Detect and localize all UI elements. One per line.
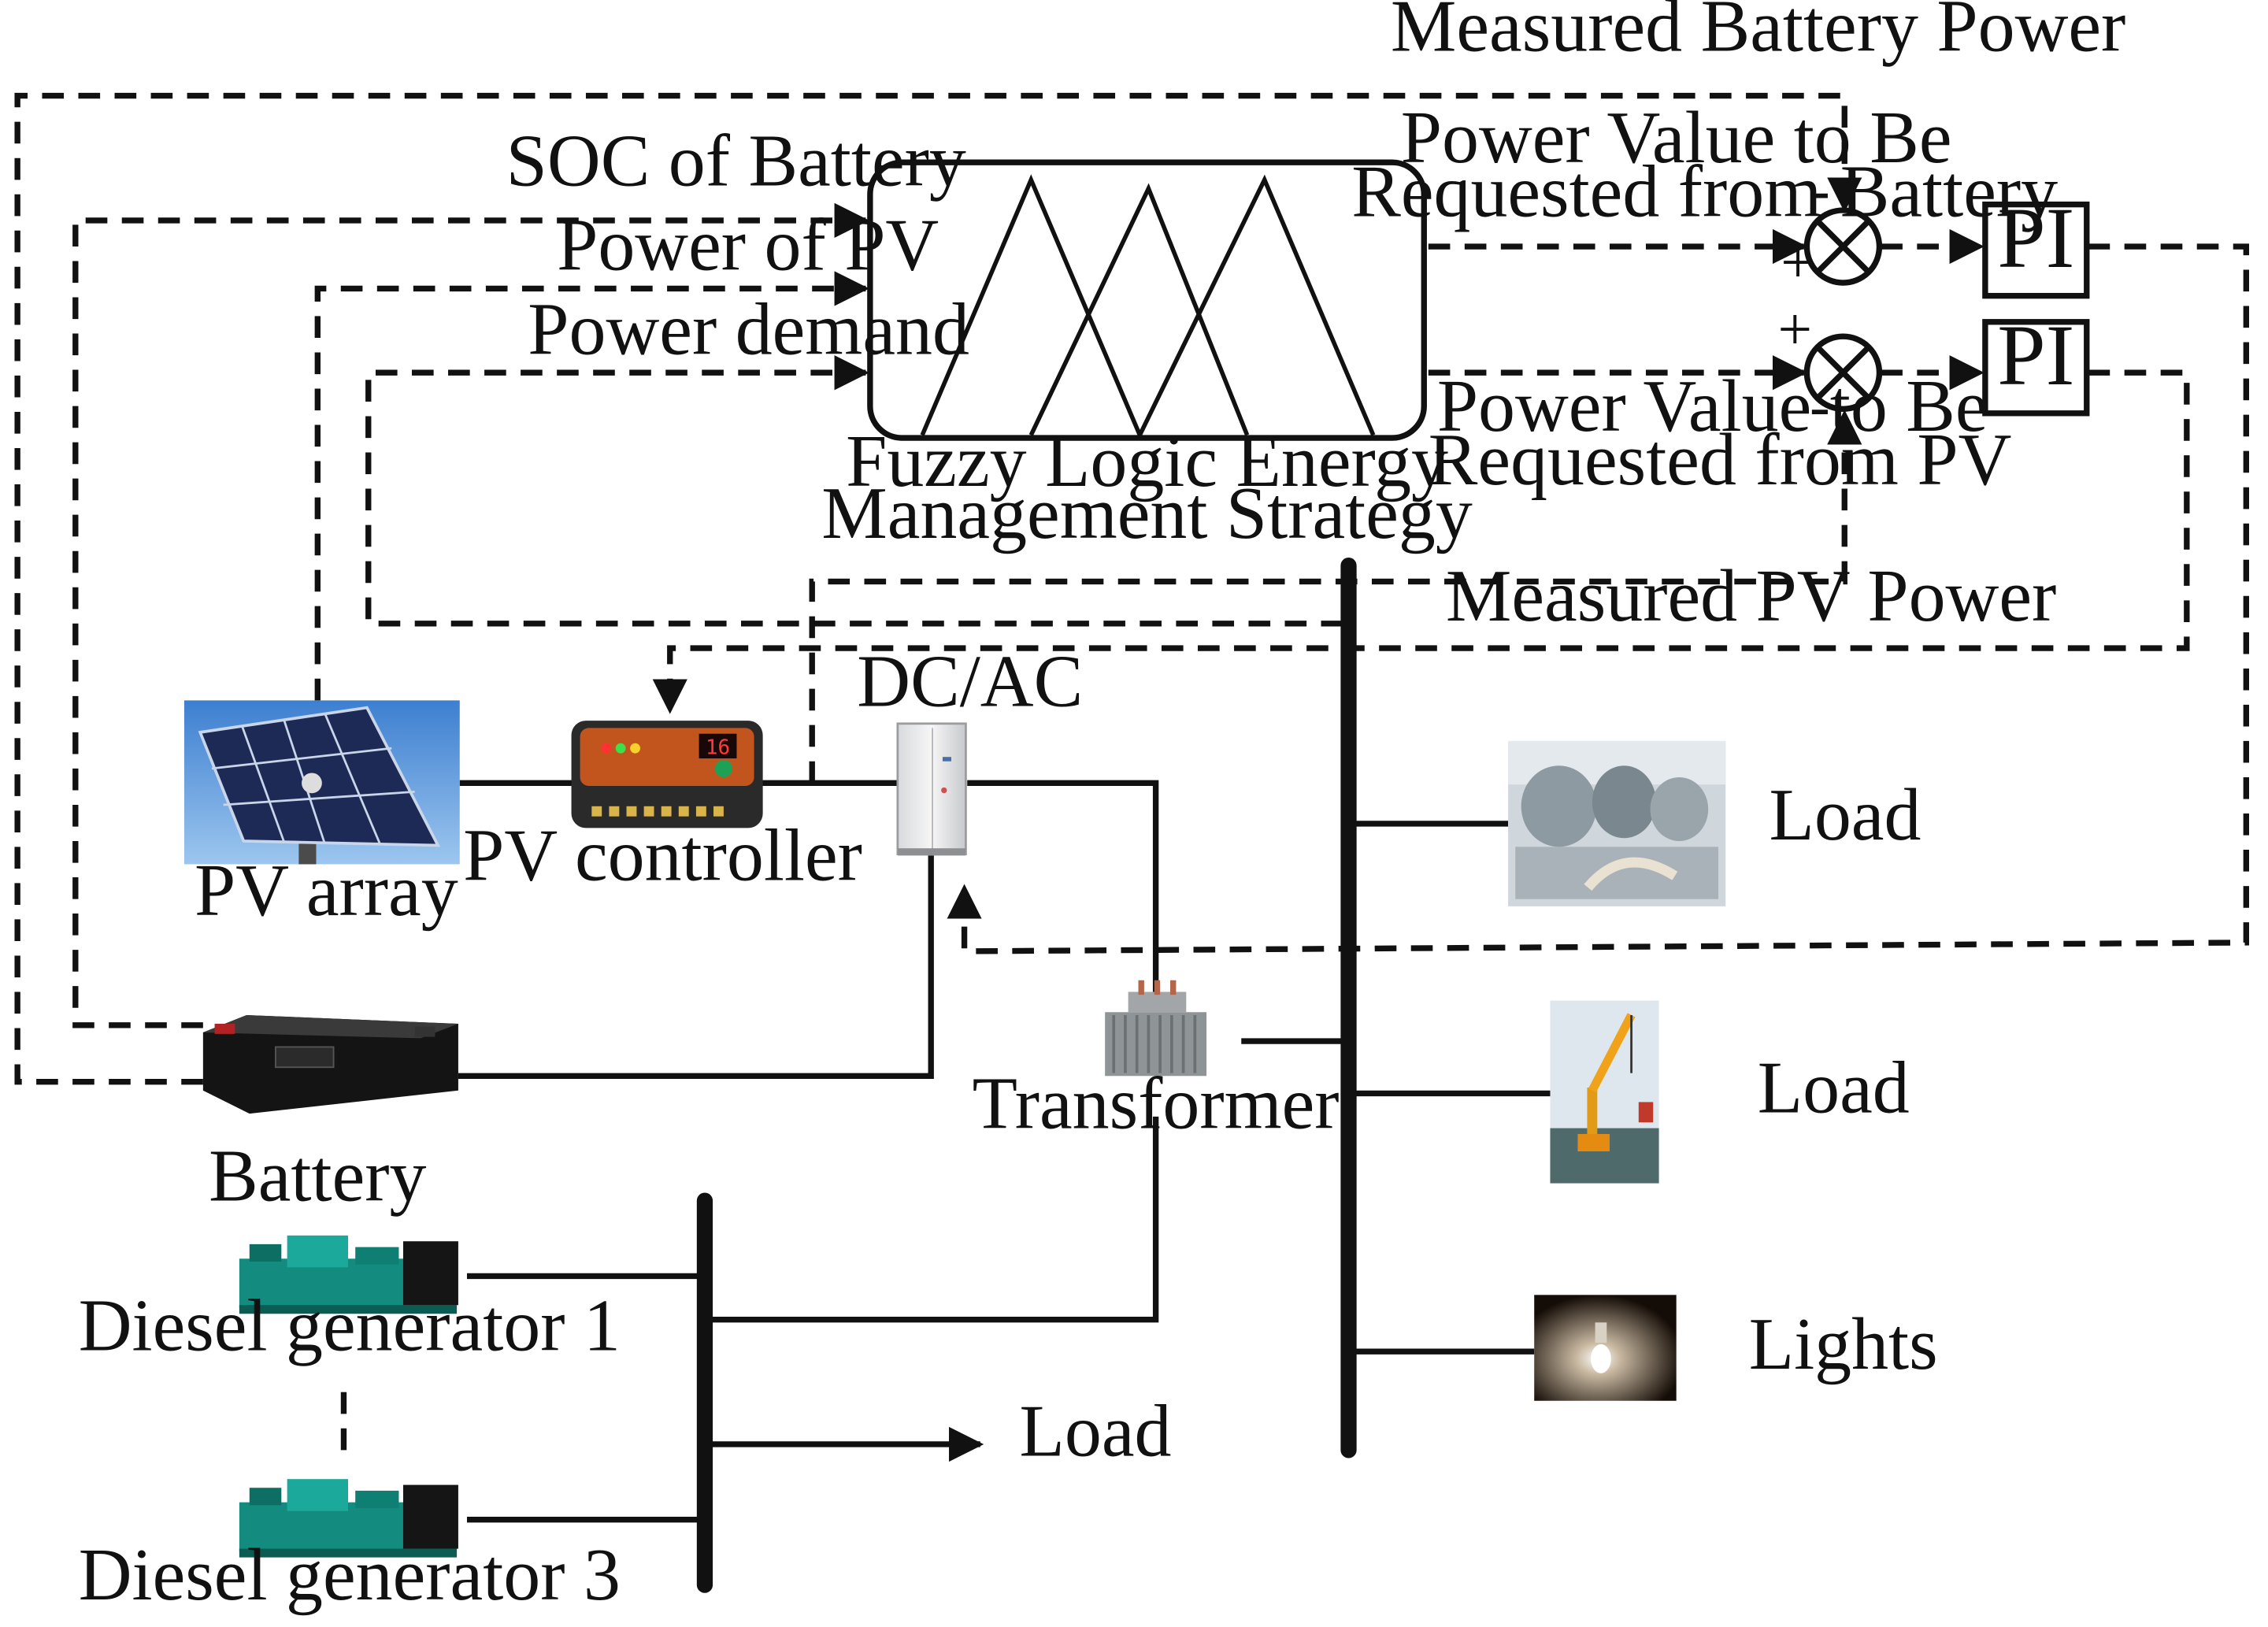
inverter-cabinet-icon[interactable] xyxy=(896,722,967,856)
diesel-generator-3-label: Diesel generator 3 xyxy=(79,1534,621,1616)
membership-functions xyxy=(920,174,1376,436)
crane-load-icon[interactable] xyxy=(1550,1000,1659,1184)
pi-pv-output-line xyxy=(652,369,2190,714)
diesel-generator-1-label: Diesel generator 1 xyxy=(79,1284,621,1366)
lamp-icon[interactable] xyxy=(1534,1295,1677,1401)
pi-bottom-label: PI xyxy=(1997,307,2074,403)
battery-to-inverter-wire xyxy=(458,855,934,1079)
lights-label: Lights xyxy=(1749,1303,1938,1385)
charge-controller-icon[interactable]: 16 xyxy=(571,721,763,828)
battery-label: Battery xyxy=(209,1136,426,1217)
power-of-pv-label: Power of PV xyxy=(557,204,939,286)
diesel-generator-icon[interactable] xyxy=(239,1235,458,1314)
measured-pv-power-label: Measured PV Power xyxy=(1446,555,2056,637)
pv-request-label-line1: Power Value to Be xyxy=(1437,365,1988,447)
sum-top-plus-sign: + xyxy=(1781,228,1815,296)
sum-top-minus-sign: - xyxy=(1810,156,1830,224)
power-demand-signal-line xyxy=(365,355,1343,627)
soc-of-battery-label: SOC of Battery xyxy=(506,120,966,202)
measured-battery-power-label: Measured Battery Power xyxy=(1391,0,2125,67)
pi-controller-battery[interactable]: PI xyxy=(1982,190,2090,299)
transformer-label: Transformer xyxy=(973,1063,1340,1145)
measured-battery-power-line xyxy=(14,92,1862,1085)
pv-request-label-line2: Requested from PV xyxy=(1429,419,2012,501)
battery-icon[interactable] xyxy=(202,1014,458,1114)
load-crane-label: Load xyxy=(1758,1047,1910,1129)
sum-bottom-plus-sign: + xyxy=(1778,295,1813,363)
battery-request-label-line2: Requested from Battery xyxy=(1351,150,2058,232)
load-generator-bus-label: Load xyxy=(1020,1391,1172,1473)
measured-pv-power-line xyxy=(809,410,1862,784)
transformer-to-generator-bus-wire xyxy=(706,1116,1159,1323)
pv-array-label: PV array xyxy=(195,850,458,932)
summing-junction-icon xyxy=(1803,333,1883,412)
pv-power-signal-line xyxy=(314,271,869,701)
power-demand-label: Power demand xyxy=(528,288,969,370)
fuzzy-label-line1: Fuzzy Logic Energy xyxy=(846,421,1448,502)
transformer-icon[interactable] xyxy=(1105,980,1207,1077)
inverter-to-transformer-wire xyxy=(967,780,1159,998)
fuzzy-label-line2: Management Strategy xyxy=(821,473,1473,554)
pi-top-label: PI xyxy=(1997,190,2074,286)
pi-battery-output-line xyxy=(947,243,2250,954)
load-winch-label: Load xyxy=(1770,774,1922,856)
pi-controller-pv[interactable]: PI xyxy=(1982,307,2090,417)
battery-request-label-line1: Power Value to Be xyxy=(1401,97,1952,179)
dc-ac-label: DC/AC xyxy=(857,641,1083,723)
controller-display: 16 xyxy=(706,736,730,760)
winch-load-icon[interactable] xyxy=(1508,740,1726,906)
fuzzy-logic-block[interactable] xyxy=(867,159,1427,441)
summing-junction-icon xyxy=(1803,207,1883,286)
solar-panel-icon[interactable] xyxy=(183,700,460,865)
pv-controller-label: PV controller xyxy=(463,815,862,897)
diesel-generator-icon[interactable] xyxy=(239,1479,458,1558)
sum-bottom-minus-sign: - xyxy=(1810,372,1830,439)
